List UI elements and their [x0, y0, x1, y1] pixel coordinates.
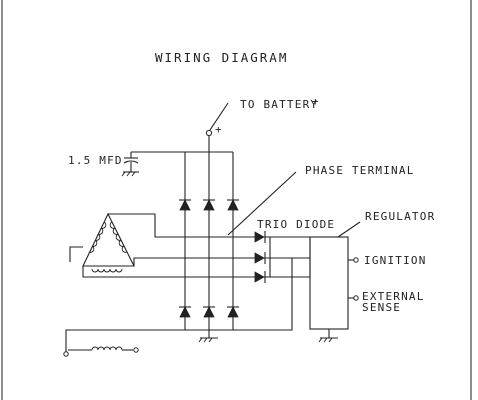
ignition-terminal — [353, 257, 359, 263]
battery-label: TO BATTERY — [240, 98, 318, 111]
capacitor-symbol — [121, 152, 139, 177]
regulator-box — [309, 236, 349, 330]
external-label: EXTERNAL — [362, 290, 425, 303]
positive-terminal-sign: + — [215, 123, 223, 136]
stator-winding — [69, 212, 310, 278]
sense-label: SENSE — [362, 301, 401, 314]
phase-terminal-label: PHASE TERMINAL — [305, 164, 415, 177]
trio-diode-set — [254, 231, 271, 283]
phase-terminal-pointer — [227, 171, 297, 236]
external-sense-terminal — [353, 295, 359, 301]
sense-loop-wire — [65, 257, 293, 354]
regulator-label: REGULATOR — [365, 210, 435, 223]
ignition-label: IGNITION — [364, 254, 427, 267]
regulator-pointer — [337, 221, 361, 238]
trio-diode-label: TRIO DIODE — [257, 218, 335, 231]
battery-terminal — [205, 102, 229, 152]
regulator-ground-symbol — [318, 329, 338, 343]
positive-diode-row — [179, 199, 239, 211]
capacitor-label: 1.5 MFD — [68, 154, 123, 167]
bridge-ground-symbol — [198, 330, 218, 343]
battery-plus-sign: + — [312, 95, 320, 108]
diagram-title: WIRING DIAGRAM — [155, 50, 288, 65]
negative-diode-row — [179, 306, 239, 318]
field-coil — [63, 346, 139, 357]
